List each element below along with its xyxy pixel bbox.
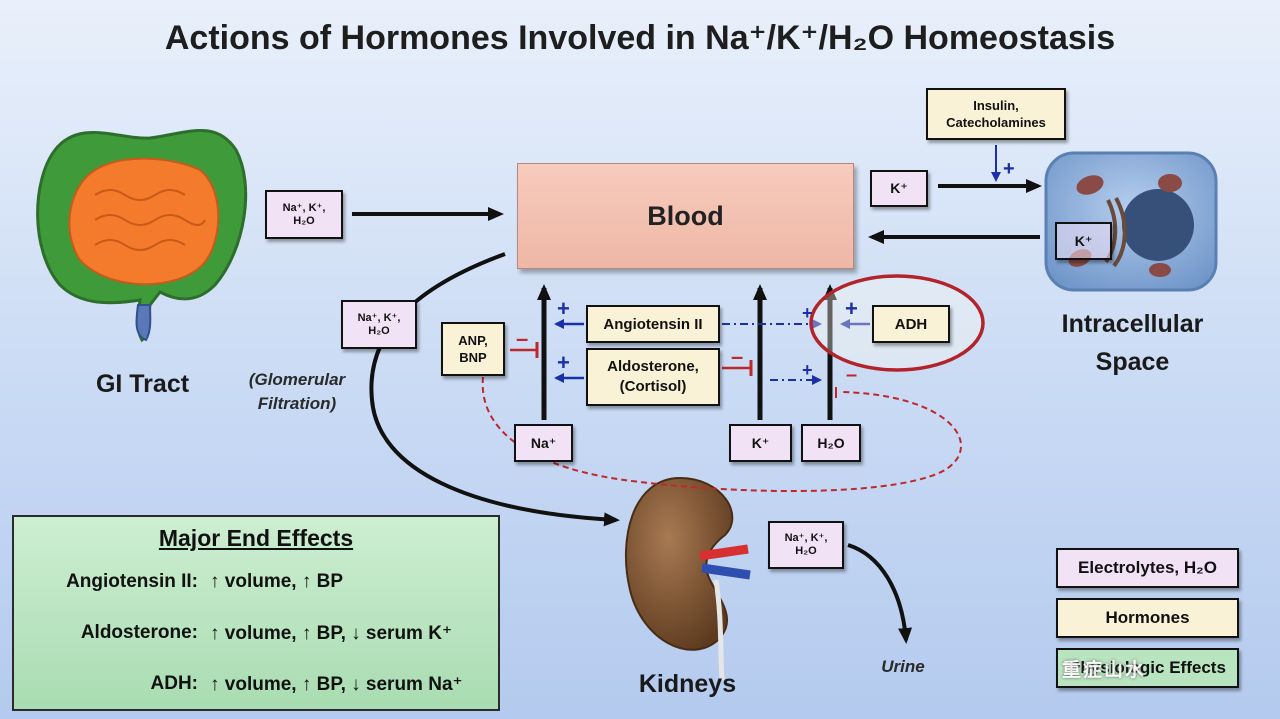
effects-heading: Major End Effects [158,525,354,551]
plus-sign-aldosterone-na: + [557,350,570,375]
hormone-box-adh: ADH [872,305,950,343]
effects-value: ↑ volume, ↑ BP [210,571,344,592]
minus-sign-aldosterone-k: – [731,344,744,369]
effects-value: ↑ volume, ↑ BP, ↓ serum K⁺ [210,623,452,644]
legend-electrolytes: Electrolytes, H₂O [1056,548,1239,588]
electrolyte-box-k-cell: K⁺ [1055,222,1112,260]
electrolyte-box-gi: Na⁺, K⁺, H₂O [265,190,343,239]
arrow-filtration-to-kidneys [369,252,620,527]
electrolyte-box-filtration: Na⁺, K⁺, H₂O [341,300,417,349]
effects-hormone-label: ADH: [150,673,199,694]
arrow-kidneys-to-urine [847,543,913,644]
electrolyte-box-k-out: K⁺ [870,170,928,207]
hormone-box-aldosterone: Aldosterone, (Cortisol) [586,348,720,406]
hormone-box-anp-bnp: ANP, BNP [441,322,505,376]
glomerular-label-line1: (Glomerular [248,370,346,389]
electrolyte-box-h2o: H₂O [801,424,861,462]
plus-sign-adh: + [845,296,858,321]
hormone-box-angiotensin: Angiotensin II [586,305,720,343]
electrolyte-box-urine: Na⁺, K⁺, H₂O [768,521,844,569]
hormone-box-insulin: Insulin, Catecholamines [926,88,1066,140]
plus-sign-insulin: + [1003,158,1015,180]
plus-sign-angiotensin-h2o: + [802,303,813,323]
blood-compartment: Blood [517,163,854,269]
plus-sign-angiotensin-na: + [557,296,570,321]
effects-value: ↑ volume, ↑ BP, ↓ serum Na⁺ [210,674,463,695]
page-title: Actions of Hormones Involved in Na⁺/K⁺/H… [164,19,1116,57]
intracellular-label-line1: Intracellular [1061,310,1204,338]
minus-sign-feedback: – [846,364,858,386]
major-end-effects-panel: Major End Effects Angiotensin II: ↑ volu… [12,515,500,711]
electrolyte-box-k: K⁺ [729,424,792,462]
kidneys-label: Kidneys [638,670,737,698]
gi-tract-illustration [36,128,248,343]
effects-hormone-label: Angiotensin II: [66,571,198,592]
effects-hormone-label: Aldosterone: [80,622,198,643]
electrolyte-box-na: Na⁺ [514,424,573,462]
watermark: 重症山水 [1062,659,1147,681]
legend-hormones: Hormones [1056,598,1239,638]
intracellular-label-line2: Space [1095,348,1170,376]
plus-sign-aldosterone-h2o: + [802,360,813,380]
urine-label: Urine [881,657,925,676]
legend-physiologic-effects: Physiologic Effects [1056,648,1239,688]
glomerular-label-line2: Filtration) [257,394,337,413]
gi-tract-label: GI Tract [95,370,190,398]
minus-sign-anp: – [516,326,529,351]
kidney-illustration [624,476,751,681]
